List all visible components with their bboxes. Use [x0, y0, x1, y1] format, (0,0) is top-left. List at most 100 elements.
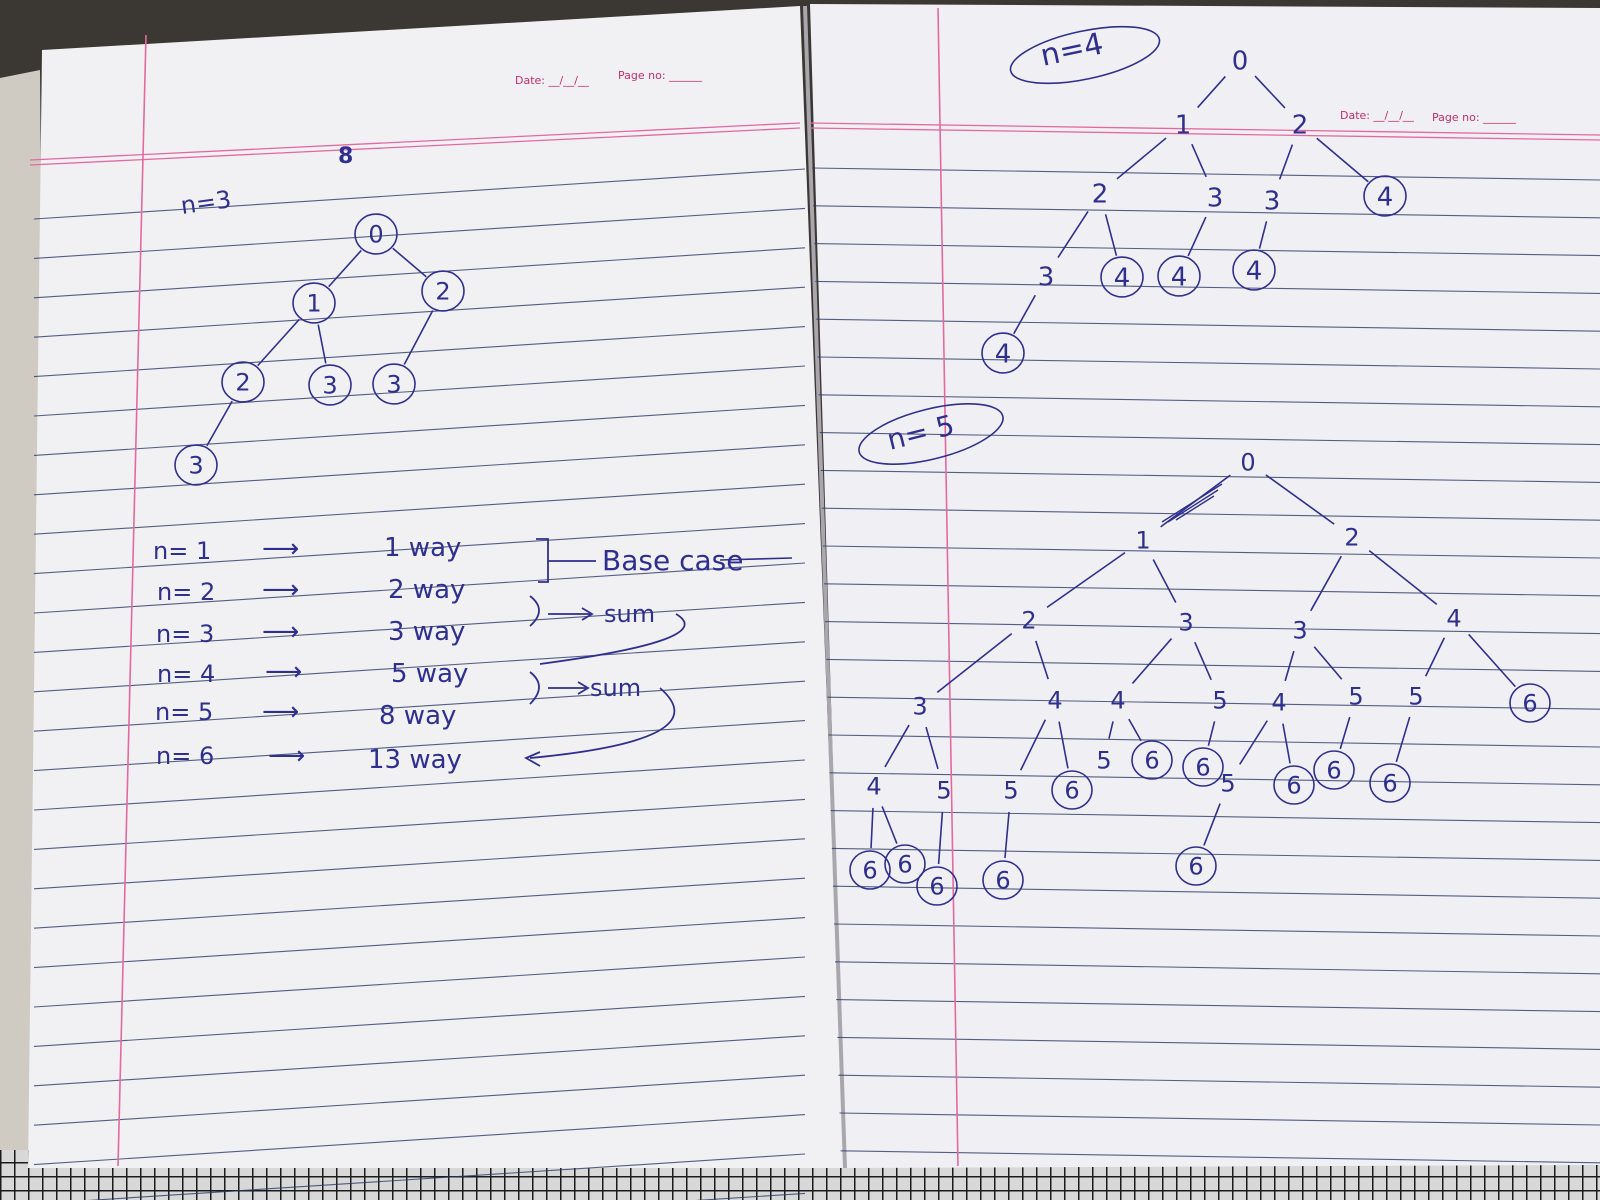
- tree-n5-node-b13: 5: [1408, 683, 1423, 711]
- ruled-line: [818, 394, 1600, 408]
- table-arrow-2: ⟶: [262, 575, 299, 605]
- sum-arrowhead-3: [523, 751, 541, 767]
- tree-n5-node-label: 6: [862, 857, 877, 885]
- tree-n4-node-label: 4: [1171, 262, 1188, 292]
- tree-n3-node-l0: 0: [354, 213, 398, 255]
- tree-n5-node-circle: [849, 850, 891, 890]
- tree-n4-node-label: 2: [1292, 110, 1309, 140]
- ruled-line: [33, 326, 806, 378]
- table-n-6: n= 6: [156, 742, 214, 770]
- tree-n3-edges: [206, 247, 434, 447]
- tree-n4-node-a1: 1: [1175, 110, 1192, 140]
- ruled-line: [831, 847, 1600, 861]
- tree-n5-edge: [1239, 720, 1268, 765]
- tree-n5-edge: [884, 724, 910, 768]
- table-n-4: n= 4: [157, 660, 215, 688]
- tree-n3-node-l4: 3: [308, 364, 352, 406]
- tree-n3-edge: [317, 324, 327, 364]
- sum-arrowhead-1: [581, 607, 594, 621]
- right-page: [810, 4, 1600, 1168]
- tree-n5-node-label: 4: [1271, 689, 1286, 717]
- tree-n5-node-circle: [982, 860, 1024, 900]
- ruled-line: [811, 167, 1600, 181]
- tree-n4-node-a7: 3: [1038, 262, 1055, 292]
- sum-note-2: sum: [590, 674, 641, 702]
- tree-n5-node-label: 6: [1522, 690, 1537, 718]
- tree-n5-edge: [1128, 718, 1142, 742]
- tree-n5-node-b23: 6: [1273, 765, 1315, 805]
- tree-n5-edge: [1131, 638, 1173, 684]
- tree-n5-node-b24: 6: [1313, 750, 1355, 790]
- sum-curve-1: [539, 613, 686, 665]
- tree-n5-node-b6: 4: [1446, 605, 1461, 633]
- tree-n4-node-circle: [1363, 175, 1407, 217]
- table-arrow-4: ⟶: [265, 657, 302, 687]
- left-header-line-2: [29, 122, 801, 161]
- ruled-line: [33, 1035, 806, 1087]
- table-ways-1: 1 way: [384, 533, 461, 563]
- tree-n5-node-circle: [1509, 683, 1551, 723]
- tree-n5-node-b7: 3: [912, 693, 927, 721]
- tree-n5-edge: [1339, 716, 1351, 750]
- tree-n5-node-label: 3: [1292, 617, 1307, 645]
- base-case-strike: [719, 557, 793, 561]
- tree-n4-node-a5: 3: [1264, 186, 1281, 216]
- ruled-line: [815, 280, 1600, 294]
- tree-n4-edge: [1258, 221, 1268, 249]
- tree-n5-node-label: 6: [897, 851, 912, 879]
- tree-n5-node-label: 5: [1220, 770, 1235, 798]
- tree-n5-node-label: 4: [1047, 687, 1062, 715]
- tree-n5-node-b26: 6: [849, 850, 891, 890]
- ruled-line: [829, 772, 1600, 786]
- tree-n5-edge: [1019, 719, 1047, 771]
- tree-n5-node-label: 6: [1382, 770, 1397, 798]
- tree-n5-node-b21: 6: [1182, 747, 1224, 787]
- ways-table: n= 1 ⟶ 1 way n= 2 ⟶ 2 way n= 3 ⟶ 3 way n…: [153, 533, 468, 775]
- table-ways-5: 8 way: [379, 701, 456, 731]
- tree-n5-node-circle: [1131, 740, 1173, 780]
- table-arrow-3: ⟶: [262, 617, 299, 647]
- tree-n4-node-a11: 4: [981, 332, 1025, 374]
- ruled-line: [33, 207, 806, 259]
- table-arrow-6: ⟶: [268, 741, 305, 771]
- tree-n5-edges: [870, 474, 1516, 865]
- tree-n5-node-label: 3: [912, 693, 927, 721]
- tree-n4-node-a9: 4: [1157, 255, 1201, 297]
- ruled-line: [33, 601, 806, 653]
- tree-n4-edge: [1254, 75, 1286, 109]
- tree-n5-node-b11: 4: [1271, 689, 1286, 717]
- ruled-line: [824, 583, 1600, 597]
- tree-n4-edge: [1278, 144, 1294, 180]
- ruled-line: [33, 286, 806, 338]
- ruled-line: [33, 995, 806, 1047]
- tree-n4-node-a0: 0: [1232, 46, 1249, 76]
- ruled-line: [33, 759, 806, 811]
- ruled-line: [825, 621, 1600, 635]
- ruled-line: [835, 961, 1600, 975]
- tree-n4-node-a2: 2: [1292, 110, 1309, 140]
- ruled-line: [33, 404, 806, 456]
- tree-n5-edge: [936, 632, 1013, 694]
- tree-n5-node-label: 6: [1064, 777, 1079, 805]
- left-date-label: Date: __/__/__: [515, 74, 589, 87]
- ruled-line: [33, 562, 806, 614]
- sum-brace-1: [529, 595, 540, 627]
- tree-n5-node-label: 1: [1135, 527, 1150, 555]
- tree-n5-edge: [1395, 716, 1411, 763]
- table-n-3: n= 3: [156, 620, 214, 648]
- tree-n5-node-b2: 2: [1344, 524, 1359, 552]
- ruled-line: [87, 1153, 806, 1200]
- tree-n5-node-b14: 6: [1509, 683, 1551, 723]
- tree-n5-node-circle: [1273, 765, 1315, 805]
- table-annotations: [523, 538, 686, 767]
- tree-n5-edge: [1035, 640, 1049, 680]
- tree-n5-node-circle: [1051, 770, 1093, 810]
- ruled-line: [827, 696, 1600, 710]
- ruled-line: [813, 205, 1600, 219]
- tree-n3-node-circle: [354, 213, 398, 255]
- tree-n5-node-b27: 6: [884, 844, 926, 884]
- ruled-line: [826, 658, 1600, 672]
- tree-n3-node-label: 0: [368, 221, 383, 249]
- tree-n3-node-l5: 3: [372, 363, 416, 405]
- tree-n5-node-label: 5: [936, 777, 951, 805]
